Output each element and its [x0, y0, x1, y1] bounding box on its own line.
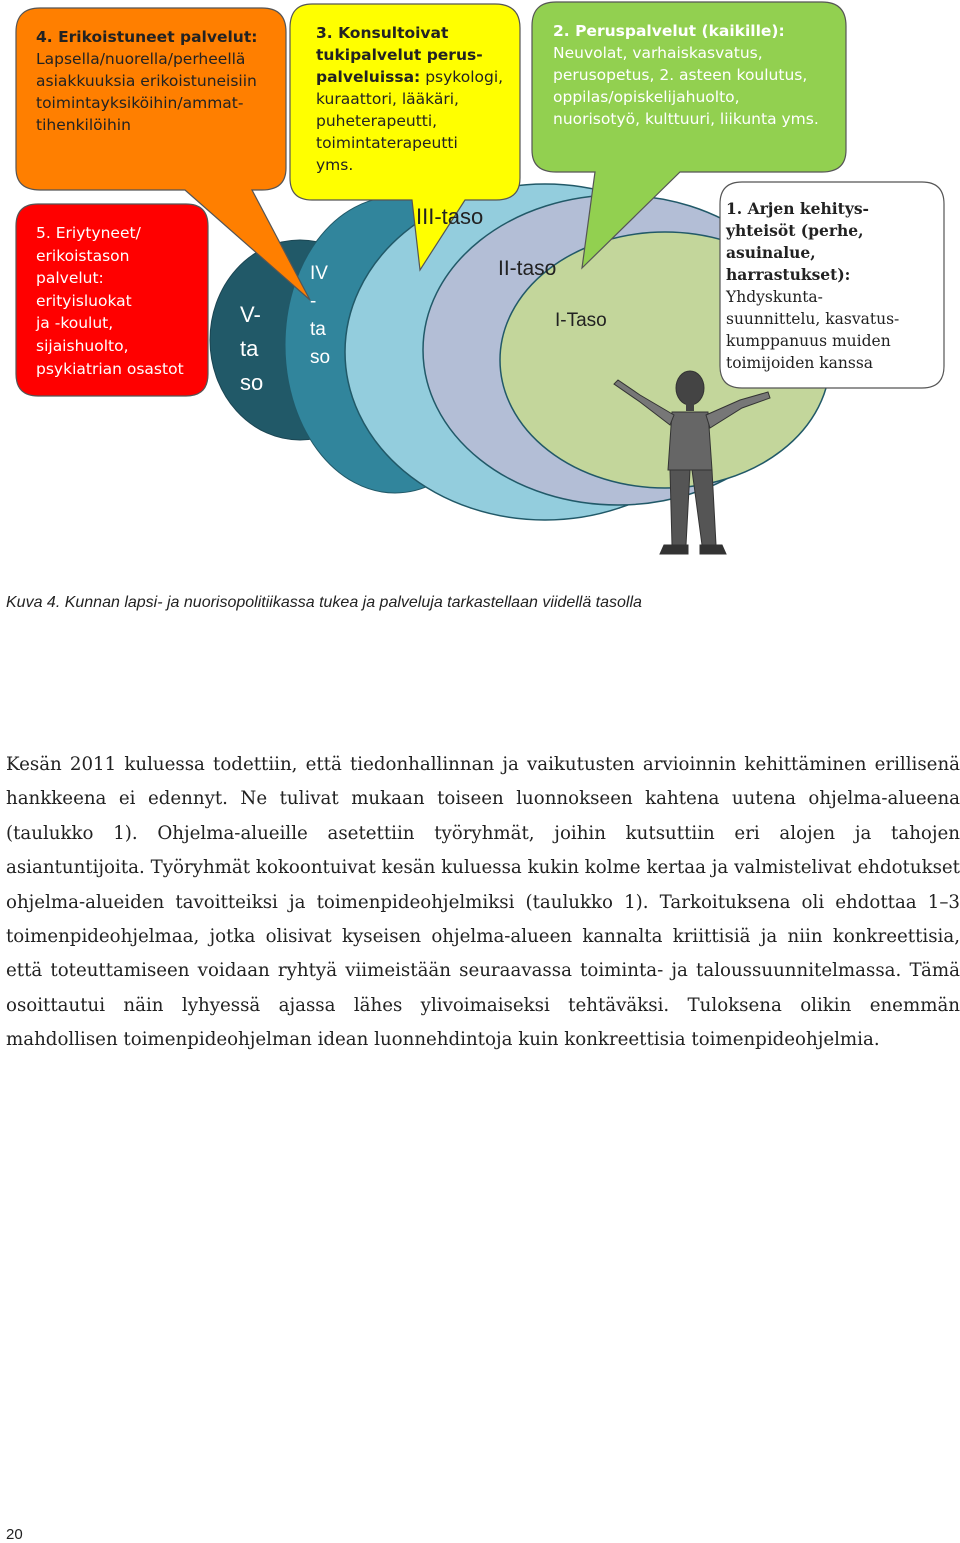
bubble5-line: 5. Eriytyneet/	[36, 224, 141, 242]
bubble1-line: toimijoiden kanssa	[726, 354, 874, 372]
tier4-label-part: ta	[310, 319, 326, 340]
bubble1-title: harrastukset):	[726, 265, 851, 284]
bubble2-line: nuorisotyö, kulttuuri, liikunta yms.	[553, 110, 819, 128]
bubble3-line: puheterapeutti,	[316, 112, 438, 130]
bubble2-title: 2. Peruspalvelut (kaikille):	[553, 22, 785, 40]
bubble5-shape	[15, 203, 209, 397]
tier5-label: V- ta so	[240, 298, 263, 400]
bubble2-line: perusopetus, 2. asteen koulutus,	[553, 66, 808, 84]
bubble3-line: toimintaterapeutti	[316, 134, 458, 152]
bubble3-title: palveluissa:	[316, 68, 421, 86]
bubble1-title: asuinalue,	[726, 243, 816, 262]
diagram-graphics	[15, 1, 945, 555]
bubble2-line: Neuvolat, varhaiskasvatus,	[553, 44, 763, 62]
bubble1-line: suunnittelu, kasvatus-	[726, 310, 900, 328]
tier3-label: III-taso	[416, 204, 484, 229]
child-figure	[613, 370, 771, 555]
bubble1-title: yhteisöt (perhe,	[726, 221, 864, 240]
bubble1-text: 1. Arjen kehitys- yhteisöt (perhe, asuin…	[726, 198, 940, 374]
bubble1-shape	[719, 181, 945, 389]
bubble4-line: Lapsella/nuorella/perheellä	[36, 50, 246, 68]
bubble3-line: yms.	[316, 156, 354, 174]
body-paragraph-block: Kesän 2011 kuluessa todettiin, että tied…	[6, 748, 960, 1058]
bubble3-text: 3. Konsultoivat tukipalvelut perus- palv…	[316, 22, 516, 176]
bubble5-line: erityisluokat	[36, 291, 132, 310]
page-number: 20	[6, 1526, 23, 1543]
bubble5-text: 5. Eriytyneet/ erikoistason palvelut: er…	[36, 222, 206, 380]
bubble1-line: kumppanuus muiden	[726, 332, 891, 350]
bubble5-line: palvelut:	[36, 269, 104, 288]
bubble4-line: asiakkuuksia erikoistuneisiin	[36, 72, 257, 90]
tier4-label-part: so	[310, 347, 331, 368]
bubble5-line: psykiatrian osastot	[36, 359, 184, 378]
bubble1-line: Yhdyskunta-	[726, 288, 823, 306]
tier5-label-part: so	[240, 370, 264, 395]
tier4-label-part: IV	[310, 263, 328, 284]
bubble2-line: oppilas/opiskelijahuolto,	[553, 88, 740, 106]
five-level-diagram: 4. Erikoistuneet palvelut: Lapsella/nuor…	[0, 0, 960, 560]
bubble4-line: toimintayksiköihin/ammat-	[36, 94, 244, 112]
bubble3-line: kuraattori, lääkäri,	[316, 90, 459, 108]
bubble4-line: tihenkilöihin	[36, 116, 131, 134]
figure-caption: Kuva 4. Kunnan lapsi- ja nuorisopolitiik…	[6, 594, 642, 611]
tier5-label-part: V-	[240, 302, 261, 327]
bubble5-line: ja -koulut,	[36, 314, 114, 333]
tier1-label: I-Taso	[555, 310, 607, 331]
bubble3-shape	[289, 3, 521, 272]
bubble3-title: 3. Konsultoivat	[316, 24, 449, 42]
tier4-label-part: -	[310, 291, 317, 312]
bubble4-shape	[15, 7, 311, 301]
tier5-label-part: ta	[240, 336, 259, 361]
bubble4-title: 4. Erikoistuneet palvelut:	[36, 28, 258, 46]
bubble4-text: 4. Erikoistuneet palvelut: Lapsella/nuor…	[36, 26, 276, 136]
bubble2-text: 2. Peruspalvelut (kaikille): Neuvolat, v…	[553, 20, 843, 130]
bubble5-line: sijaishuolto,	[36, 336, 129, 355]
body-paragraph: Kesän 2011 kuluessa todettiin, että tied…	[6, 754, 960, 1051]
tier4-label: IV - ta so	[310, 260, 330, 372]
bubble2-shape	[531, 1, 847, 270]
bubble1-title: 1. Arjen kehitys-	[726, 199, 869, 218]
bubble5-line: erikoistason	[36, 246, 130, 265]
bubble3-title: tukipalvelut perus-	[316, 46, 483, 64]
bubble3-line: psykologi,	[425, 68, 504, 86]
tier2-label: II-taso	[498, 257, 557, 280]
